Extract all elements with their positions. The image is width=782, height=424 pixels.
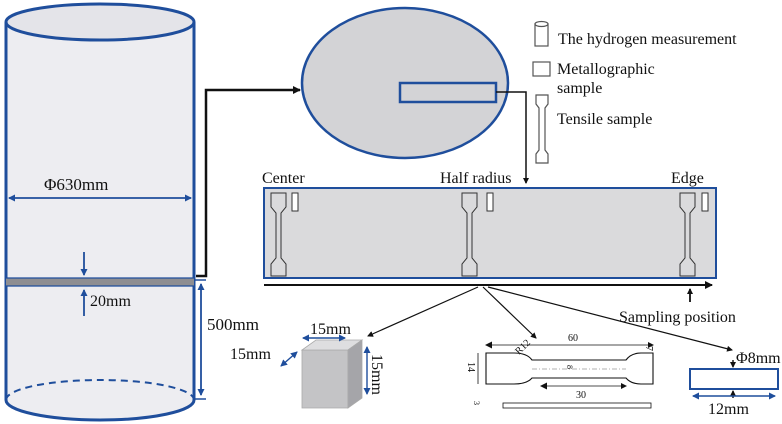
ingot-cylinder [4, 2, 196, 422]
hydrogen-length-label: 12mm [708, 401, 749, 418]
disc-to-strip-arrow [496, 91, 529, 184]
center-label: Center [262, 170, 305, 187]
tensile-thickness-label: 3 [472, 401, 481, 405]
tensile-drawing: 60 R12 7 14 8 30 3 [465, 333, 654, 409]
slice-to-disc-arrow [196, 86, 301, 278]
tensile-sample-edge [679, 192, 696, 277]
tensile-gauge-width-label: 8 [565, 365, 574, 369]
half-radius-label: Half radius [440, 170, 512, 187]
legend-hydrogen-label: The hydrogen measurement [558, 31, 737, 48]
legend-metallographic-label-1: Metallographic [557, 61, 655, 78]
hydrogen-sample-center [291, 192, 299, 212]
tensile-end-label: 7 [643, 346, 654, 351]
hydrogen-sample-half-radius [486, 192, 494, 212]
hydrogen-sample-drawing: Φ8mm 12mm [689, 350, 781, 418]
hydrogen-diameter-label: Φ8mm [736, 350, 781, 367]
tensile-sample-half-radius [461, 192, 478, 277]
tensile-gauge-length-label: 30 [576, 390, 586, 401]
tensile-sample-center [270, 192, 287, 277]
legend-metallographic-label-2: sample [557, 80, 602, 97]
sample-strip: Center Half radius Edge [262, 170, 717, 279]
hydrogen-sample-icon [534, 20, 549, 47]
metallographic-cube: 15mm 15mm 15mm [230, 321, 385, 409]
slice-disc [300, 6, 510, 160]
tensile-sample-icon [535, 94, 549, 164]
sampling-position-label: Sampling position [619, 309, 736, 326]
tensile-length-label: 60 [568, 333, 578, 344]
sample-fan-lines [367, 286, 733, 352]
diameter-dimension: Φ630mm [8, 175, 192, 202]
height-label: 500mm [207, 315, 259, 334]
diameter-label: Φ630mm [44, 175, 108, 194]
slice-thickness-label: 20mm [90, 293, 131, 310]
cube-right-label: 15mm [368, 354, 385, 395]
hydrogen-sample-edge [701, 192, 709, 212]
tensile-width-label: 14 [465, 362, 476, 372]
metallographic-sample-icon [532, 61, 551, 77]
cube-top-label: 15mm [310, 321, 351, 338]
height-dimension: 500mm [194, 279, 259, 400]
cube-left-label: 15mm [230, 346, 271, 363]
edge-label: Edge [671, 170, 704, 187]
slice-band: 20mm [6, 252, 194, 316]
legend-tensile-label: Tensile sample [557, 111, 652, 128]
legend: The hydrogen measurement Metallographic … [532, 20, 737, 164]
